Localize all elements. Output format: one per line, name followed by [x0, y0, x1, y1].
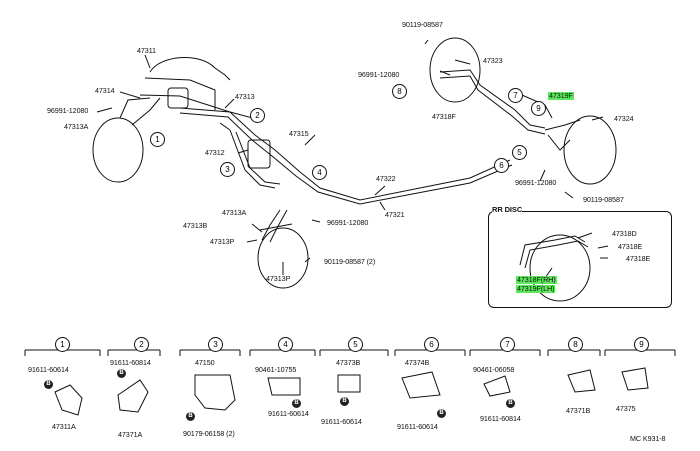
- part-header: 3: [208, 337, 223, 352]
- part-1-bracket: [54, 384, 83, 416]
- callout: 8: [392, 84, 407, 99]
- label: 47313: [235, 92, 255, 101]
- label: 47318D: [612, 229, 637, 238]
- label-highlight: 47319F: [548, 91, 574, 100]
- part-label: 91611-60614: [397, 422, 438, 431]
- bolt-badge: B: [340, 397, 349, 406]
- bolt-badge: B: [437, 409, 446, 418]
- label: 47318F: [432, 112, 456, 121]
- part-9-clamp: [621, 367, 649, 391]
- footer-code: MC K931-8: [630, 434, 666, 443]
- label: 47313B: [183, 221, 208, 230]
- label: 47315: [289, 129, 309, 138]
- part-header: 8: [568, 337, 583, 352]
- part-header: 9: [634, 337, 649, 352]
- label: 47324: [614, 114, 634, 123]
- label: 47313P: [210, 237, 235, 246]
- label: 47318E: [618, 242, 643, 251]
- part-label: 47371B: [566, 406, 591, 415]
- callout: 5: [512, 145, 527, 160]
- label: 96991-12080: [47, 106, 89, 115]
- label: 90119-08587: [402, 20, 443, 29]
- part-label: 91611-60814: [480, 414, 521, 423]
- bolt-badge: B: [186, 412, 195, 421]
- label: 47313A: [64, 122, 89, 131]
- callout: 7: [508, 88, 523, 103]
- part-label: 91611-60614: [268, 409, 309, 418]
- label: 47322: [376, 174, 396, 183]
- part-label: 90179-06158 (2): [183, 429, 235, 438]
- part-label: 47375: [616, 404, 636, 413]
- callout: 6: [494, 158, 509, 173]
- part-label: 91611-60814: [110, 358, 151, 367]
- label: 90119-08587 (2): [324, 257, 376, 266]
- label-highlight: 47319F(LH): [516, 284, 556, 293]
- inset-title: RR DISC: [492, 205, 523, 214]
- rear-right-rotor: [563, 115, 617, 185]
- part-4-bracket: [267, 377, 301, 396]
- front-left-rotor: [92, 117, 144, 183]
- label: 47313A: [222, 208, 247, 217]
- part-header: 4: [278, 337, 293, 352]
- bolt-badge: B: [44, 380, 53, 389]
- label: 47311: [137, 46, 156, 55]
- part-5-clamp: [337, 374, 361, 393]
- part-6-bracket: [401, 371, 441, 399]
- bolt-badge: B: [292, 399, 301, 408]
- label: 47313P: [266, 274, 291, 283]
- callout: 2: [250, 108, 265, 123]
- part-label: 91611-60614: [28, 365, 69, 374]
- part-3-block: [194, 374, 236, 411]
- rear-left-rotor: [429, 37, 481, 103]
- part-header: 5: [348, 337, 363, 352]
- label: 47314: [95, 86, 115, 95]
- callout: 4: [312, 165, 327, 180]
- bolt-badge: B: [117, 369, 126, 378]
- part-header: 6: [424, 337, 439, 352]
- part-header: 7: [500, 337, 515, 352]
- part-8-clamp: [567, 369, 596, 393]
- label: 90119-08587: [583, 195, 624, 204]
- part-header: 2: [134, 337, 149, 352]
- pipe-main-b: [179, 112, 513, 205]
- label: 47312: [205, 148, 225, 157]
- label: 47318E: [626, 254, 651, 263]
- callout: 3: [220, 162, 235, 177]
- part-label: 91611-60614: [321, 417, 362, 426]
- label: 96991-12080: [515, 178, 557, 187]
- part-label: 47373B: [336, 358, 361, 367]
- part-header: 1: [55, 337, 70, 352]
- part-2-bracket: [117, 379, 149, 413]
- part-label: 47150: [195, 358, 215, 367]
- label: 96991-12080: [358, 70, 400, 79]
- part-label: 47371A: [118, 430, 143, 439]
- part-7-bracket: [483, 375, 511, 397]
- part-label: 47311A: [52, 422, 76, 431]
- callout: 1: [150, 132, 165, 147]
- part-label: 90461-10755: [255, 365, 297, 374]
- rr-disc-rotor: [529, 234, 591, 302]
- booster-outline: [149, 57, 231, 81]
- label: 47323: [483, 56, 503, 65]
- bolt-badge: B: [506, 399, 515, 408]
- callout: 9: [531, 101, 546, 116]
- pipe-main-a: [179, 107, 511, 201]
- front-right-rotor: [257, 227, 309, 289]
- part-label: 90461-06058: [473, 365, 515, 374]
- label-highlight: 47318F(RH): [516, 275, 557, 284]
- rr-disc-inset: [488, 211, 672, 308]
- label: 47321: [385, 210, 405, 219]
- part-label: 47374B: [405, 358, 430, 367]
- label: 96991-12080: [327, 218, 369, 227]
